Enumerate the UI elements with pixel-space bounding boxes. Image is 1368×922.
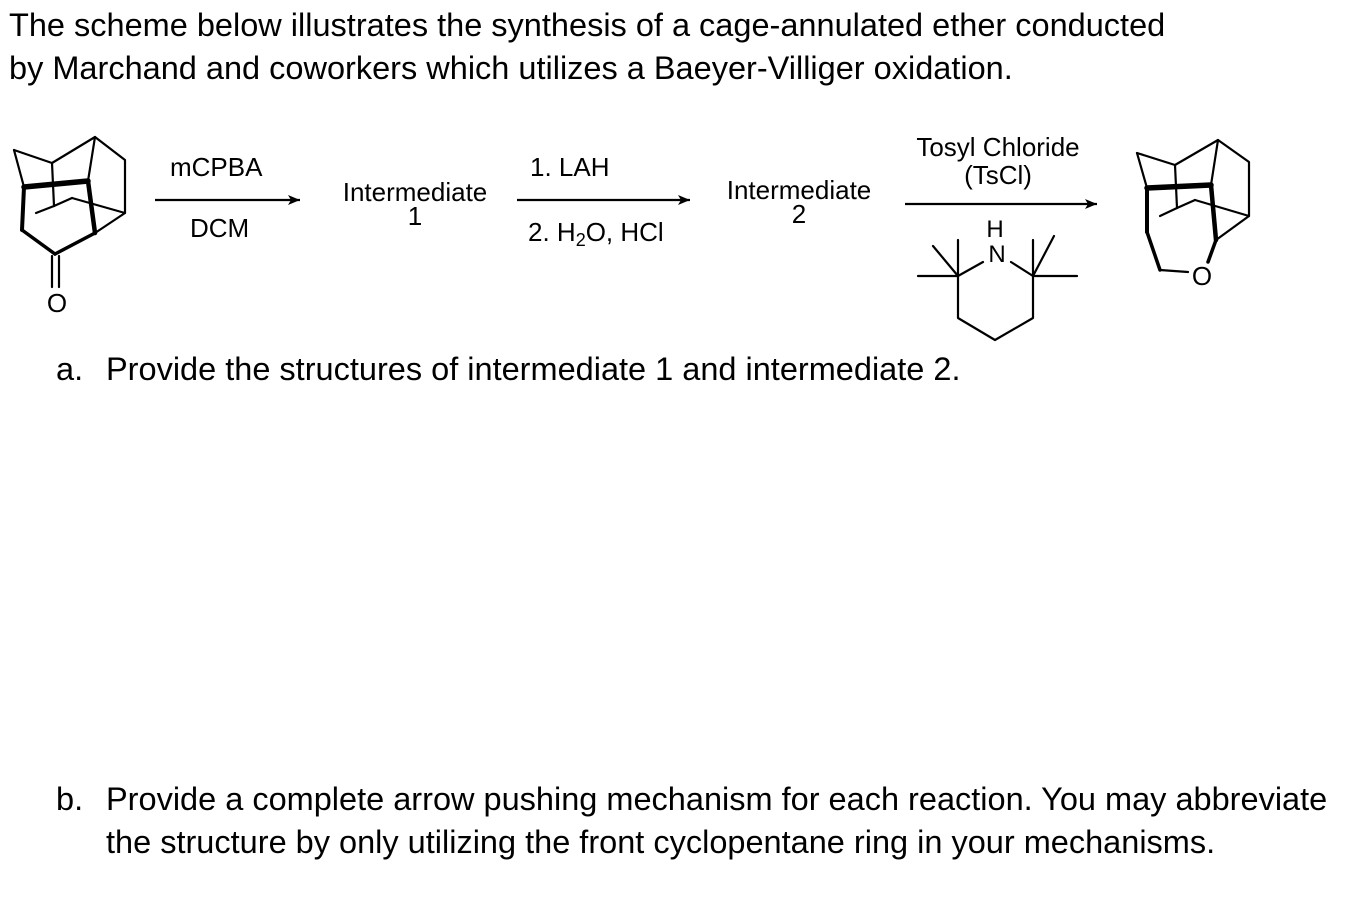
intro-line-1: The scheme below illustrates the synthes… (9, 7, 1166, 43)
product-oxygen: O (1192, 261, 1212, 291)
starting-material-structure (12, 135, 127, 289)
step2-below-prefix: 2. H (528, 217, 576, 247)
tmp-base-n: N (988, 241, 1005, 268)
intermediate-1-line2: 1 (407, 201, 423, 231)
question-b-text: Provide a complete arrow pushing mechani… (106, 781, 1328, 860)
question-b: b. Provide a complete arrow pushing mech… (56, 778, 1356, 908)
question-a: a. Provide the structures of intermediat… (56, 348, 1356, 392)
product-structure (1135, 138, 1251, 274)
step1-reagent-above: mCPBA (170, 152, 263, 182)
step3-reagent-line1: Tosyl Chloride (916, 132, 1080, 162)
intro-paragraph: The scheme below illustrates the synthes… (9, 4, 1359, 90)
step2-below-suffix: O, HCl (585, 217, 664, 247)
step2-reagent-below: 2. H2O, HCl (528, 217, 664, 249)
intro-line-2: by Marchand and coworkers which utilizes… (9, 50, 1013, 86)
intermediate-2-line2: 2 (791, 199, 807, 229)
intermediate-1-line1: Intermediate (342, 177, 488, 207)
intermediate-2-line1: Intermediate (726, 175, 872, 205)
intermediate-2-label: Intermediate 2 (716, 176, 882, 228)
step1-reagent-below: DCM (190, 213, 250, 243)
tmp-base-h: H (986, 216, 1003, 243)
step2-reagent-above: 1. LAH (530, 152, 610, 182)
question-a-text: Provide the structures of intermediate 1… (106, 351, 961, 387)
question-a-marker: a. (56, 351, 84, 387)
question-b-marker: b. (56, 781, 84, 817)
tmp-base-structure (916, 234, 1079, 342)
step3-reagent-line2: (TsCl) (964, 160, 1032, 190)
step3-reagent-above: Tosyl Chloride (TsCl) (900, 133, 1096, 189)
starting-material-oxygen: O (47, 288, 67, 318)
step2-below-sub: 2 (575, 230, 586, 250)
intermediate-1-label: Intermediate 1 (332, 178, 498, 230)
